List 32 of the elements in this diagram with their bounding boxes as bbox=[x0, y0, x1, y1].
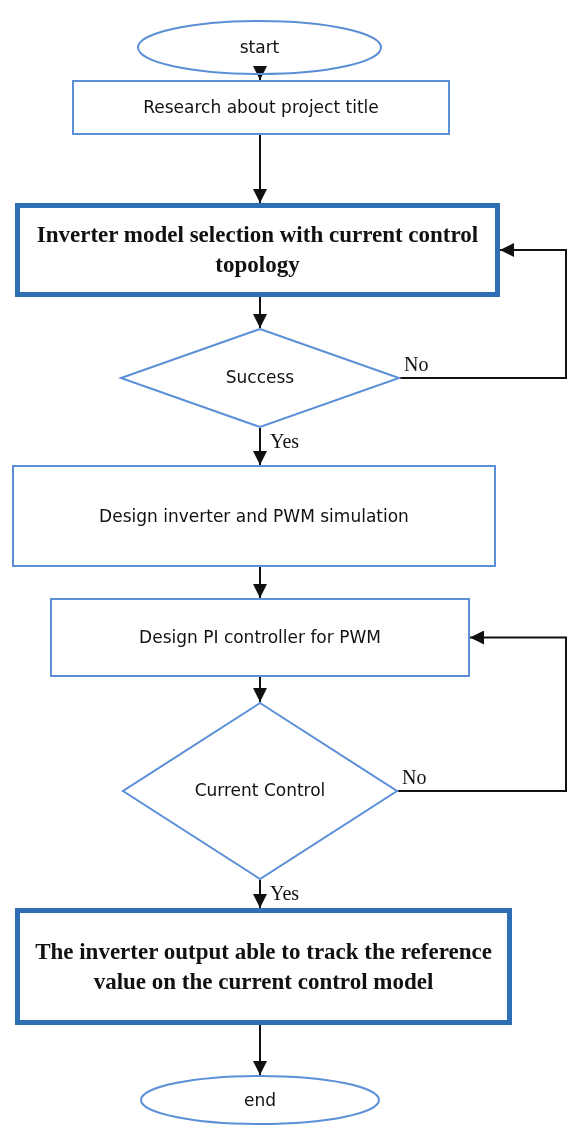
arrow bbox=[397, 630, 567, 792]
process-box bbox=[12, 465, 496, 567]
node-label: end bbox=[244, 1088, 276, 1112]
node-label: Current Control bbox=[194, 779, 326, 803]
node-label: Design PI controller for PWM bbox=[139, 626, 381, 649]
node-label: start bbox=[239, 36, 280, 59]
arrow bbox=[253, 676, 267, 703]
edge-label: No bbox=[402, 354, 431, 374]
node-label: The inverter output able to track the reference value on the current control model bbox=[34, 937, 493, 996]
arrow bbox=[253, 296, 267, 329]
terminal-ellipse bbox=[140, 1075, 380, 1125]
arrow bbox=[399, 243, 567, 379]
process-box bbox=[72, 80, 450, 135]
arrow bbox=[253, 879, 267, 909]
edge-label: No bbox=[400, 767, 429, 787]
node-label: Success bbox=[225, 366, 295, 390]
node-label: Inverter model selection with current control topology bbox=[35, 221, 480, 279]
arrow bbox=[253, 427, 267, 466]
edge-label: Yes bbox=[268, 431, 302, 451]
decision-diamond bbox=[120, 328, 400, 428]
process-box bbox=[15, 908, 512, 1025]
process-box bbox=[50, 598, 470, 677]
node-label: Design inverter and PWM simulation bbox=[99, 504, 409, 528]
arrow bbox=[253, 66, 267, 81]
decision-diamond bbox=[122, 702, 398, 880]
edge-label: Yes bbox=[268, 883, 302, 903]
process-box bbox=[15, 203, 500, 297]
arrow bbox=[253, 1024, 267, 1076]
terminal-ellipse bbox=[137, 20, 382, 75]
arrow bbox=[253, 134, 267, 204]
arrow bbox=[253, 566, 267, 599]
node-label: Research about project title bbox=[143, 96, 379, 119]
